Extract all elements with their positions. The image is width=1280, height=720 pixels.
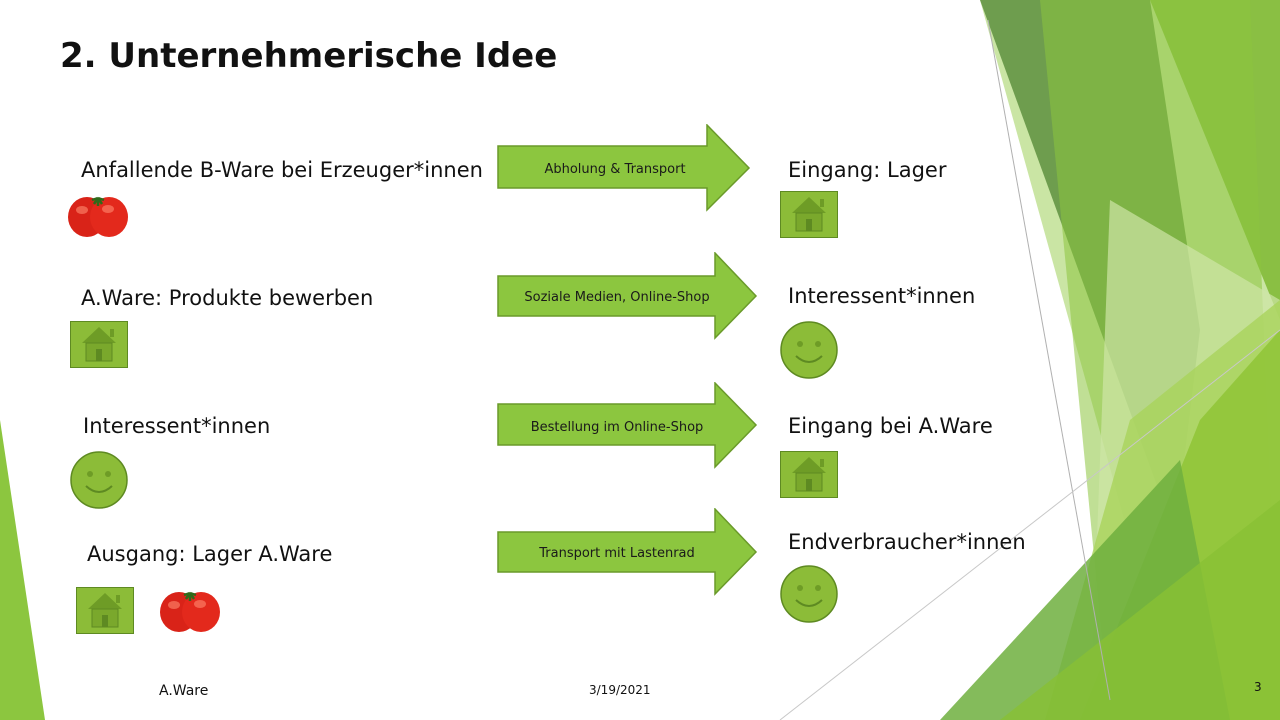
- row1-right-label: Eingang: Lager: [788, 158, 947, 182]
- arrow-row3-label: Bestellung im Online-Shop: [530, 419, 704, 435]
- row2-right-label: Interessent*innen: [788, 284, 976, 308]
- row1-left-label: Anfallende B-Ware bei Erzeuger*innen: [81, 158, 483, 182]
- slide-title: 2. Unternehmerische Idee: [60, 36, 558, 76]
- row2-left-label: A.Ware: Produkte bewerben: [81, 286, 374, 310]
- arrow-row4-label: Transport mit Lastenrad: [539, 545, 695, 561]
- house-icon: [780, 191, 838, 238]
- smiley-icon: [70, 451, 128, 509]
- tomato-icon: [68, 196, 128, 237]
- row3-right-label: Eingang bei A.Ware: [788, 414, 993, 438]
- row3-left-label: Interessent*innen: [83, 414, 271, 438]
- house-icon: [76, 587, 134, 634]
- page-number: 3: [1254, 680, 1262, 694]
- smiley-icon: [780, 321, 838, 379]
- row4-left-label: Ausgang: Lager A.Ware: [87, 542, 333, 566]
- footer-date: 3/19/2021: [589, 683, 651, 697]
- arrow-row1: Abholung & Transport: [497, 124, 759, 214]
- smiley-icon: [780, 565, 838, 623]
- arrow-row2-label: Soziale Medien, Online-Shop: [524, 289, 710, 305]
- arrow-row3: Bestellung im Online-Shop: [497, 382, 759, 472]
- house-icon: [780, 451, 838, 498]
- arrow-row1-label: Abholung & Transport: [544, 161, 686, 177]
- arrow-row2: Soziale Medien, Online-Shop: [497, 252, 759, 342]
- house-icon: [70, 321, 128, 368]
- arrow-row4: Transport mit Lastenrad: [497, 508, 759, 598]
- footer-left-text: A.Ware: [159, 683, 209, 699]
- tomato-icon: [160, 591, 220, 632]
- row4-right-label: Endverbraucher*innen: [788, 530, 1026, 554]
